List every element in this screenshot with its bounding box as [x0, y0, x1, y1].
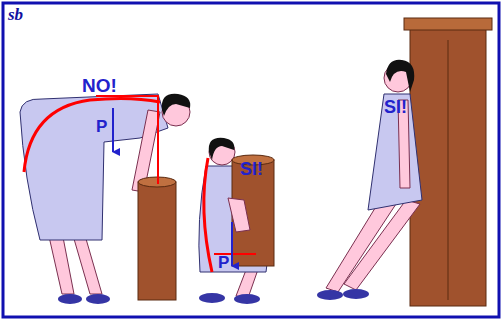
shoe: [234, 294, 260, 304]
cylinder-body: [138, 182, 176, 300]
spine-curve: [204, 158, 212, 272]
weight-arrow: [112, 108, 114, 152]
verdict-label: NO!: [82, 76, 117, 95]
cylinder: [138, 177, 176, 300]
force-label: P: [218, 254, 229, 271]
hair: [209, 138, 234, 160]
leaning-woman: [317, 60, 422, 300]
lever-arm: [96, 96, 158, 184]
leg: [72, 232, 102, 294]
shoe: [343, 289, 369, 299]
logo: sb: [8, 6, 23, 23]
bending-woman: [20, 94, 190, 304]
dress: [368, 94, 422, 210]
cabinet-top: [404, 18, 492, 30]
cabinet-door-line: [448, 40, 449, 300]
verdict-label: SI!: [240, 160, 263, 178]
shoe: [199, 293, 225, 303]
cabinet-body: [410, 28, 486, 306]
shoe: [86, 294, 110, 304]
frame: [3, 3, 499, 317]
shoe: [317, 290, 343, 300]
shoe: [58, 294, 82, 304]
leg: [48, 232, 74, 294]
spine-curve: [24, 98, 160, 172]
hair: [162, 94, 190, 116]
force-label: P: [96, 118, 107, 135]
weight-arrow: [231, 222, 233, 266]
leg: [344, 200, 420, 290]
hair: [386, 60, 414, 92]
verdict-label: SI!: [384, 98, 407, 116]
